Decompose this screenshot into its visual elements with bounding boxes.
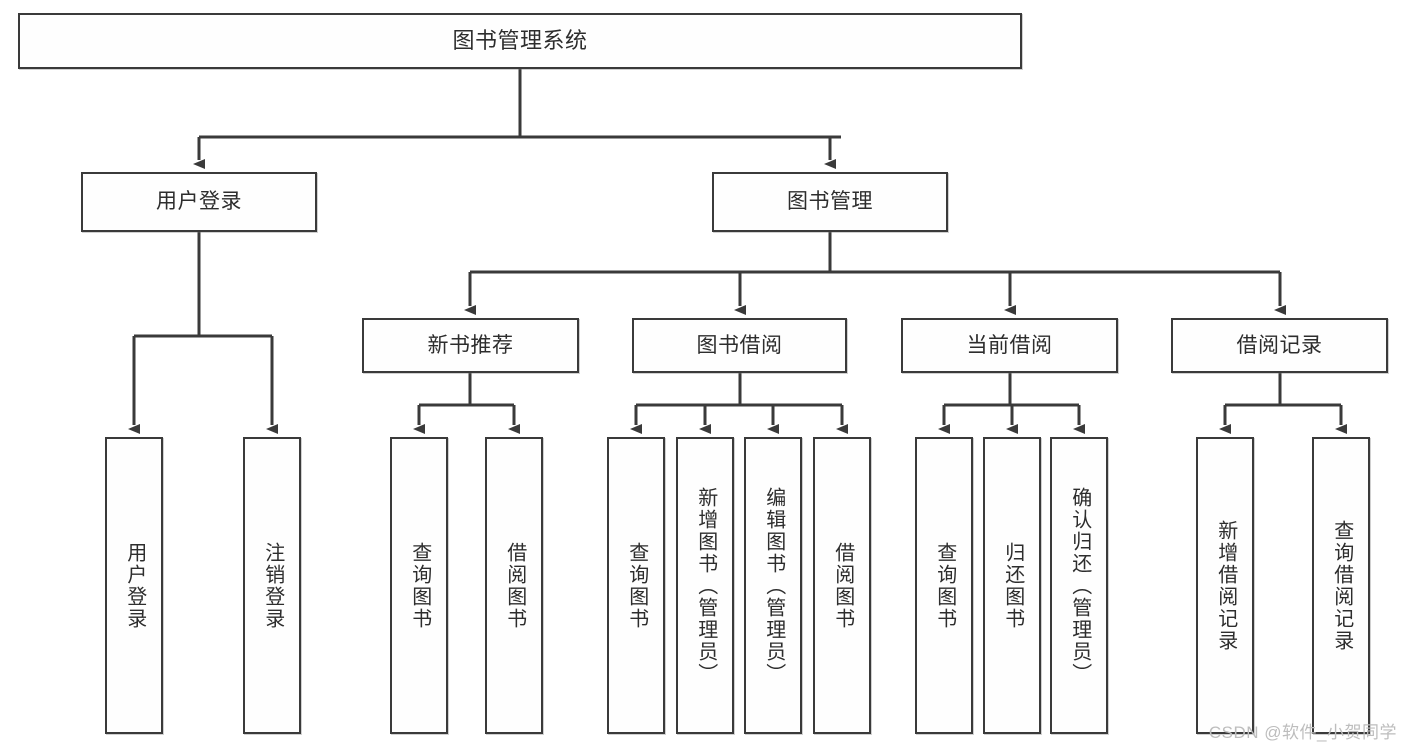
node-label: 借阅图书 [503,541,526,630]
leaf-edit-book-admin[interactable]: 编辑图书（管理员） [744,437,802,734]
leaf-query-book-borrow[interactable]: 查询图书 [607,437,665,734]
node-label: 归还图书 [1001,541,1024,630]
node-label: 新书推荐 [427,333,514,357]
node-new-book-recommend[interactable]: 新书推荐 [362,318,579,373]
node-borrow-record[interactable]: 借阅记录 [1171,318,1388,373]
node-book-management[interactable]: 图书管理 [712,172,948,232]
leaf-query-borrow-record[interactable]: 查询借阅记录 [1312,437,1370,734]
node-label: 借阅记录 [1236,333,1323,357]
node-label: 查询图书 [933,541,956,630]
node-current-borrow[interactable]: 当前借阅 [901,318,1118,373]
leaf-logout-login[interactable]: 注销登录 [243,437,301,734]
node-book-borrow[interactable]: 图书借阅 [632,318,847,373]
node-label: 确认归还（管理员） [1068,486,1091,685]
leaf-add-book-admin[interactable]: 新增图书（管理员） [676,437,734,734]
node-label: 图书管理系统 [452,27,588,53]
leaf-add-borrow-record[interactable]: 新增借阅记录 [1196,437,1254,734]
node-label: 查询借阅记录 [1330,519,1353,652]
node-label: 图书管理 [787,190,873,214]
leaf-confirm-return-admin[interactable]: 确认归还（管理员） [1050,437,1108,734]
node-user-login[interactable]: 用户登录 [81,172,317,232]
node-label: 新增借阅记录 [1214,519,1237,652]
node-label: 当前借阅 [966,333,1053,357]
watermark-text: CSDN @软件_小贺同学 [1208,723,1397,742]
leaf-return-book[interactable]: 归还图书 [983,437,1041,734]
node-label: 借阅图书 [831,541,854,630]
node-label: 编辑图书（管理员） [762,486,785,685]
leaf-borrow-book[interactable]: 借阅图书 [813,437,871,734]
leaf-borrow-book-recommend[interactable]: 借阅图书 [485,437,543,734]
node-label: 注销登录 [261,541,284,630]
node-label: 用户登录 [123,541,146,630]
node-label: 新增图书（管理员） [694,486,717,685]
node-label: 用户登录 [156,190,242,214]
leaf-query-book-recommend[interactable]: 查询图书 [390,437,448,734]
node-label: 查询图书 [408,541,431,630]
leaf-user-login[interactable]: 用户登录 [105,437,163,734]
node-root-system[interactable]: 图书管理系统 [18,13,1022,69]
node-label: 图书借阅 [696,333,783,357]
leaf-query-book-current[interactable]: 查询图书 [915,437,973,734]
node-label: 查询图书 [625,541,648,630]
